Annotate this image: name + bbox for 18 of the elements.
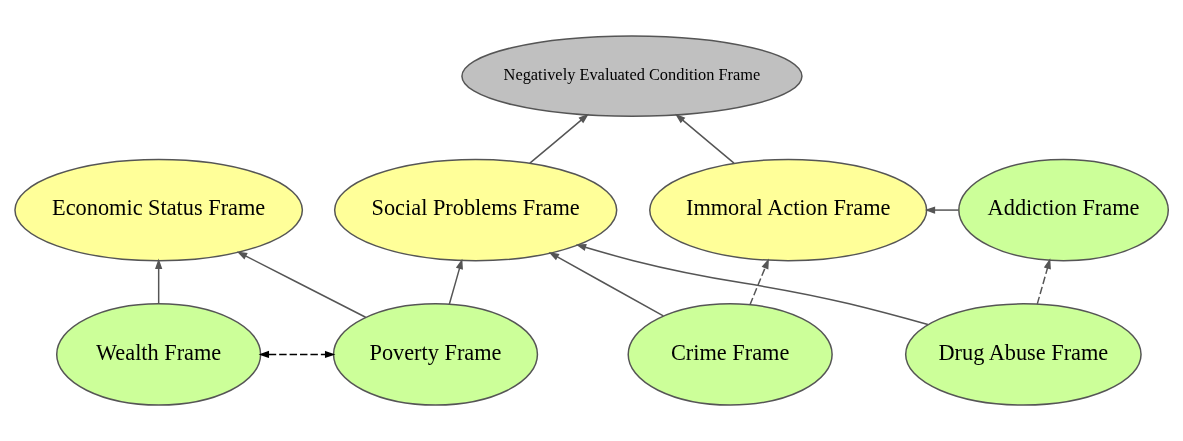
arrow	[258, 350, 336, 359]
arrow	[448, 258, 463, 306]
arrow	[1036, 258, 1051, 305]
node-ellipse: Crime Frame	[627, 303, 833, 406]
arrow	[675, 113, 735, 164]
node-ellipse: Immoral Action Frame	[649, 158, 928, 262]
arrow	[529, 113, 589, 164]
node-ellipse: Wealth Frame	[55, 303, 262, 406]
node-ellipse: Addiction Frame	[958, 158, 1170, 262]
node-ellipse: Negatively Evaluated Condition Frame	[461, 35, 803, 118]
node-ellipse: Poverty Frame	[332, 303, 539, 406]
arrow	[749, 258, 769, 306]
arrow	[548, 252, 665, 317]
arrow	[575, 243, 929, 326]
arrow	[155, 258, 163, 305]
node-ellipse: Drug Abuse Frame	[904, 303, 1142, 406]
arrow	[236, 251, 367, 319]
arrow	[924, 206, 960, 214]
